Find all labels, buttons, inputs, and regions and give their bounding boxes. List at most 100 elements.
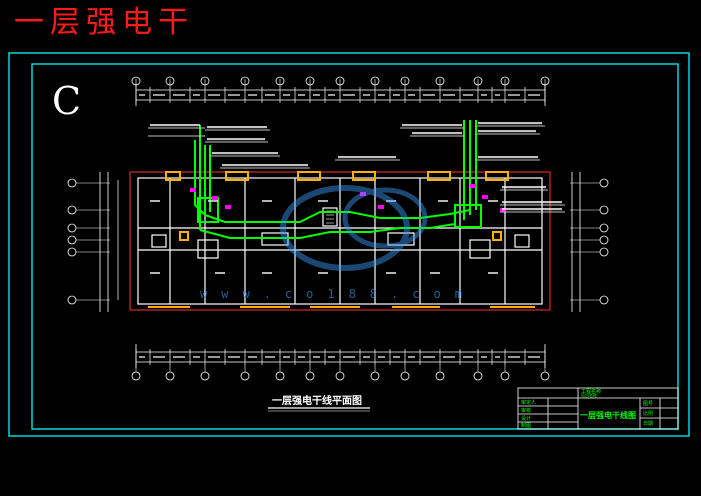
top-dimension-figure <box>363 94 370 96</box>
annotation-text-line <box>478 122 542 125</box>
annotation-text-line <box>502 201 562 204</box>
bottom-dimension-figure <box>283 356 290 358</box>
top-dimension-figure <box>378 94 385 96</box>
top-dimension-figure <box>393 94 400 96</box>
bottom-dimension-figure <box>508 356 520 358</box>
axis-bubble <box>500 371 510 381</box>
bottom-dimension-figure <box>173 356 185 358</box>
title-block-drawing-name: 一层强电干线图 <box>580 410 636 420</box>
axis-bubble <box>500 76 510 86</box>
axis-bubble <box>275 371 285 381</box>
top-dimension-figure <box>193 94 200 96</box>
axis-bubble <box>540 76 550 86</box>
room-label <box>430 272 440 274</box>
axis-bubble <box>200 371 210 381</box>
axis-bubble <box>335 76 345 86</box>
annotation-text-line <box>338 156 396 159</box>
top-dimension-figure <box>173 94 185 96</box>
top-dimension-figure <box>265 94 275 96</box>
axis-bubble <box>275 76 285 86</box>
title-block-cell-6: 比例 <box>643 410 653 417</box>
bottom-dimension-figure <box>343 356 355 358</box>
bottom-dimension-figure <box>495 356 500 358</box>
axis-bubble <box>599 235 609 245</box>
room-label <box>386 200 396 202</box>
top-dimension-figure <box>443 94 455 96</box>
top-dimension-figure <box>481 94 487 96</box>
bottom-dimension-figure <box>363 356 370 358</box>
axis-bubble <box>370 76 380 86</box>
title-block-cell-5: 图号 <box>643 401 653 407</box>
annotation-text-line <box>412 132 462 135</box>
bottom-dimension-figure <box>228 356 240 358</box>
building-outline <box>129 171 551 311</box>
top-dimension-ticks <box>135 87 546 103</box>
title-block-cell-3: 设计 <box>521 415 531 422</box>
room-label <box>208 200 218 202</box>
axis-bubble <box>400 371 410 381</box>
bottom-dimension-figure <box>408 356 415 358</box>
top-dimension-figure <box>463 94 473 96</box>
bottom-dimension-figure <box>248 356 257 358</box>
axis-bubble <box>131 371 141 381</box>
axis-bubble <box>67 223 77 233</box>
annotation-text-line <box>502 208 562 211</box>
top-dimension-figure <box>248 94 257 96</box>
bottom-dimension-figure <box>423 356 435 358</box>
bottom-dimension-figure <box>378 356 385 358</box>
room-label <box>488 200 498 202</box>
bottom-dimension-figure <box>139 356 145 358</box>
axis-bubble <box>473 76 483 86</box>
annotation-text-blocks <box>150 122 562 274</box>
axis-bubble <box>540 371 550 381</box>
axis-bubble <box>67 295 77 305</box>
room-label <box>262 200 272 202</box>
watermark-text: www.co188.com <box>200 287 476 301</box>
page-title: 一层强电干 <box>14 5 194 40</box>
axis-bubble <box>131 76 141 86</box>
axis-bubble <box>335 371 345 381</box>
title-block-label-1: 工程名称 <box>581 388 601 395</box>
room-label <box>488 272 498 274</box>
bottom-dimension-figure <box>313 356 320 358</box>
bottom-dimension-figure <box>393 356 400 358</box>
room-label <box>386 272 396 274</box>
top-dimension-figure <box>423 94 435 96</box>
axis-bubble <box>370 371 380 381</box>
room-label <box>438 200 448 202</box>
axis-bubble <box>67 178 77 188</box>
top-axis-bubbles <box>131 76 550 87</box>
annotation-text-line <box>222 164 308 167</box>
title-block-label-2: 项目名称 <box>581 392 597 398</box>
room-label <box>150 200 160 202</box>
axis-bubble <box>599 247 609 257</box>
top-dimension-figure <box>298 94 305 96</box>
annotation-text-line <box>402 124 462 127</box>
annotation-text-line <box>150 124 200 127</box>
top-dimension-figure <box>408 94 415 96</box>
top-dimension-figure <box>528 94 540 96</box>
bottom-dimension-figure <box>328 356 335 358</box>
bottom-dimension-figure <box>528 356 540 358</box>
top-dimension-figure <box>508 94 520 96</box>
axis-bubble <box>200 76 210 86</box>
axis-bubble <box>67 235 77 245</box>
trunk-lines[interactable] <box>194 120 482 239</box>
bottom-axis-bubbles <box>131 365 550 381</box>
annotation-text-line <box>502 186 546 189</box>
bottom-dimension-figure <box>208 356 220 358</box>
axis-bubble <box>599 223 609 233</box>
bottom-dimension-figure <box>298 356 305 358</box>
axis-bubble <box>400 76 410 86</box>
axis-bubble <box>240 371 250 381</box>
axis-bubble <box>240 76 250 86</box>
side-axis-bubbles <box>67 178 609 305</box>
annotation-leaders <box>117 125 565 300</box>
bottom-dimension-ticks <box>135 349 546 365</box>
top-dimension-figure <box>343 94 355 96</box>
inner-frame <box>31 63 679 430</box>
axis-bubble <box>165 371 175 381</box>
room-label <box>215 272 225 274</box>
building-walls <box>137 177 543 305</box>
